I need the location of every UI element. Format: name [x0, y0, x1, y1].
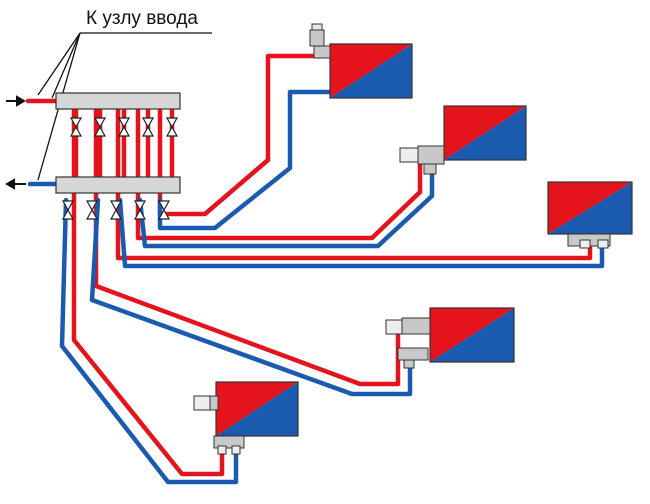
- leader-line-supply-2: [51, 32, 81, 99]
- leader-line-supply: [37, 32, 81, 96]
- return-valve-1: [157, 200, 171, 220]
- circuit-2-supply-pipe: [135, 105, 423, 241]
- supply-manifold: [55, 92, 181, 110]
- inlet-label: К узлу ввода: [86, 8, 198, 29]
- supply-valve-5: [69, 117, 83, 137]
- radiator-2: [443, 105, 527, 161]
- radiator-3: [547, 181, 633, 235]
- circuit-4-return-pipe: [89, 197, 413, 397]
- return-valve-2: [133, 200, 147, 220]
- circuit-5-return-pipe: [59, 197, 239, 485]
- circuit-1-supply-pipe: [157, 53, 323, 217]
- circuit-1-return-pipe: [157, 89, 333, 231]
- return-manifold: [55, 176, 181, 194]
- radiator-5-bottom-valve: [193, 395, 245, 455]
- outlet-arrow: [4, 178, 26, 190]
- circuit-3-return-pipe: [117, 197, 605, 269]
- radiator-3-bottom-valve: [567, 233, 611, 249]
- return-valve-4: [85, 200, 99, 220]
- circuit-2-return-pipe: [137, 165, 435, 249]
- radiator-4: [429, 307, 515, 363]
- radiator-1-thermostatic-valve: [309, 23, 331, 59]
- return-valve-3: [109, 200, 123, 220]
- radiator-1: [329, 43, 413, 99]
- inlet-arrow: [6, 95, 27, 107]
- radiator-4-thermostatic-valve: [385, 317, 431, 369]
- circuit-5-supply-pipe: [71, 105, 225, 477]
- radiator-2-thermostatic-valve: [399, 145, 445, 175]
- return-valve-5: [61, 200, 75, 220]
- supply-valve-2: [141, 117, 155, 137]
- supply-valve-3: [117, 117, 131, 137]
- supply-valve-4: [93, 117, 107, 137]
- radiator-5: [215, 381, 299, 437]
- supply-valve-1: [165, 117, 179, 137]
